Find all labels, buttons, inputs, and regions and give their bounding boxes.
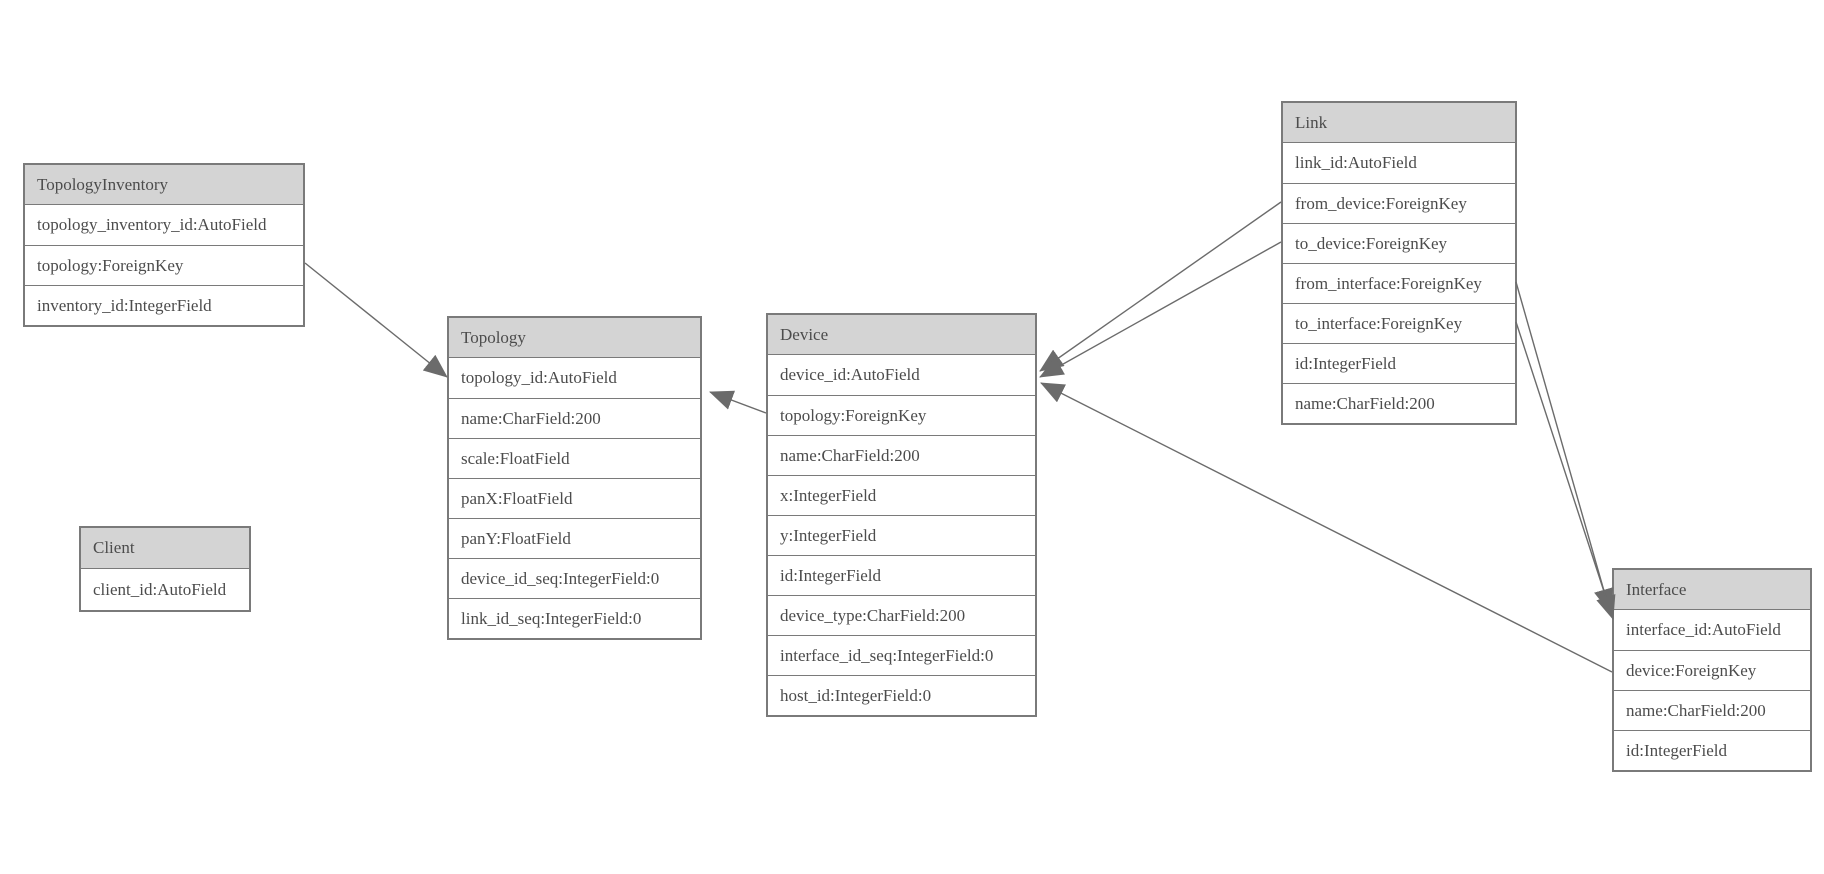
- entity-field-row: topology_id:AutoField: [449, 358, 700, 398]
- entity-field-row: to_device:ForeignKey: [1283, 223, 1515, 263]
- entity-field-row: scale:FloatField: [449, 438, 700, 478]
- entity-field-row: device_id:AutoField: [768, 355, 1035, 395]
- entity-title-client: Client: [81, 528, 249, 569]
- entity-field-row: device_id_seq:IntegerField:0: [449, 558, 700, 598]
- entity-field-row: topology:ForeignKey: [768, 395, 1035, 435]
- entity-title-topology-inventory: TopologyInventory: [25, 165, 303, 205]
- entity-field-row: name:CharField:200: [768, 435, 1035, 475]
- entity-field-row: topology:ForeignKey: [25, 245, 303, 285]
- entity-field-row: link_id:AutoField: [1283, 143, 1515, 183]
- entity-field-row: panY:FloatField: [449, 518, 700, 558]
- entity-field-row: link_id_seq:IntegerField:0: [449, 598, 700, 638]
- entity-field-row: client_id:AutoField: [81, 569, 249, 610]
- entity-field-row: id:IntegerField: [1283, 343, 1515, 383]
- entity-field-row: name:CharField:200: [1283, 383, 1515, 423]
- entity-field-row: device:ForeignKey: [1614, 650, 1810, 690]
- entity-field-row: host_id:IntegerField:0: [768, 675, 1035, 715]
- entity-field-row: device_type:CharField:200: [768, 595, 1035, 635]
- entity-field-row: topology_inventory_id:AutoField: [25, 205, 303, 245]
- entity-title-link: Link: [1283, 103, 1515, 143]
- entity-field-row: inventory_id:IntegerField: [25, 285, 303, 325]
- entity-title-topology: Topology: [449, 318, 700, 358]
- entity-field-row: to_interface:ForeignKey: [1283, 303, 1515, 343]
- entity-field-row: id:IntegerField: [1614, 730, 1810, 770]
- entity-field-row: x:IntegerField: [768, 475, 1035, 515]
- entity-field-row: interface_id_seq:IntegerField:0: [768, 635, 1035, 675]
- entity-field-row: name:CharField:200: [1614, 690, 1810, 730]
- entity-field-row: name:CharField:200: [449, 398, 700, 438]
- entity-field-row: from_interface:ForeignKey: [1283, 263, 1515, 303]
- entity-title-device: Device: [768, 315, 1035, 355]
- entity-title-interface: Interface: [1614, 570, 1810, 610]
- entity-field-row: y:IntegerField: [768, 515, 1035, 555]
- entity-field-row: panX:FloatField: [449, 478, 700, 518]
- entity-field-row: from_device:ForeignKey: [1283, 183, 1515, 223]
- entity-field-row: interface_id:AutoField: [1614, 610, 1810, 650]
- entity-field-row: id:IntegerField: [768, 555, 1035, 595]
